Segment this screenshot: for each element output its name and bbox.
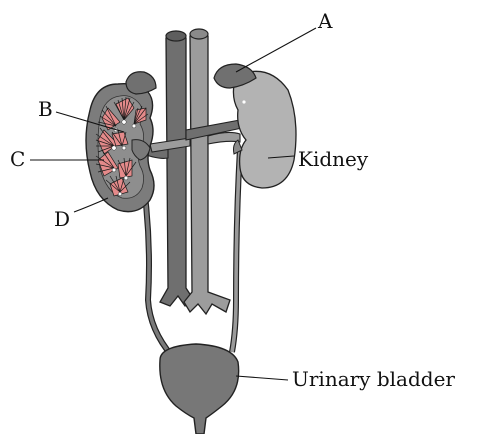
right-kidney-body xyxy=(233,71,296,188)
leader-A xyxy=(236,28,316,72)
aorta-top xyxy=(190,29,208,39)
vena-cava-top xyxy=(166,31,186,41)
bladder-body xyxy=(160,344,239,434)
label-A: A xyxy=(317,9,333,33)
leader-D xyxy=(74,198,108,212)
label-urinary-bladder: Urinary bladder xyxy=(292,367,455,391)
leader-bladder xyxy=(236,376,288,380)
label-D: D xyxy=(54,207,70,231)
label-kidney: Kidney xyxy=(298,147,369,171)
ureters xyxy=(140,148,240,356)
urinary-bladder xyxy=(160,344,239,434)
left-adrenal-gland xyxy=(126,72,156,94)
label-C: C xyxy=(10,147,25,171)
sectioned-kidney xyxy=(86,72,156,212)
label-B: B xyxy=(38,97,53,121)
